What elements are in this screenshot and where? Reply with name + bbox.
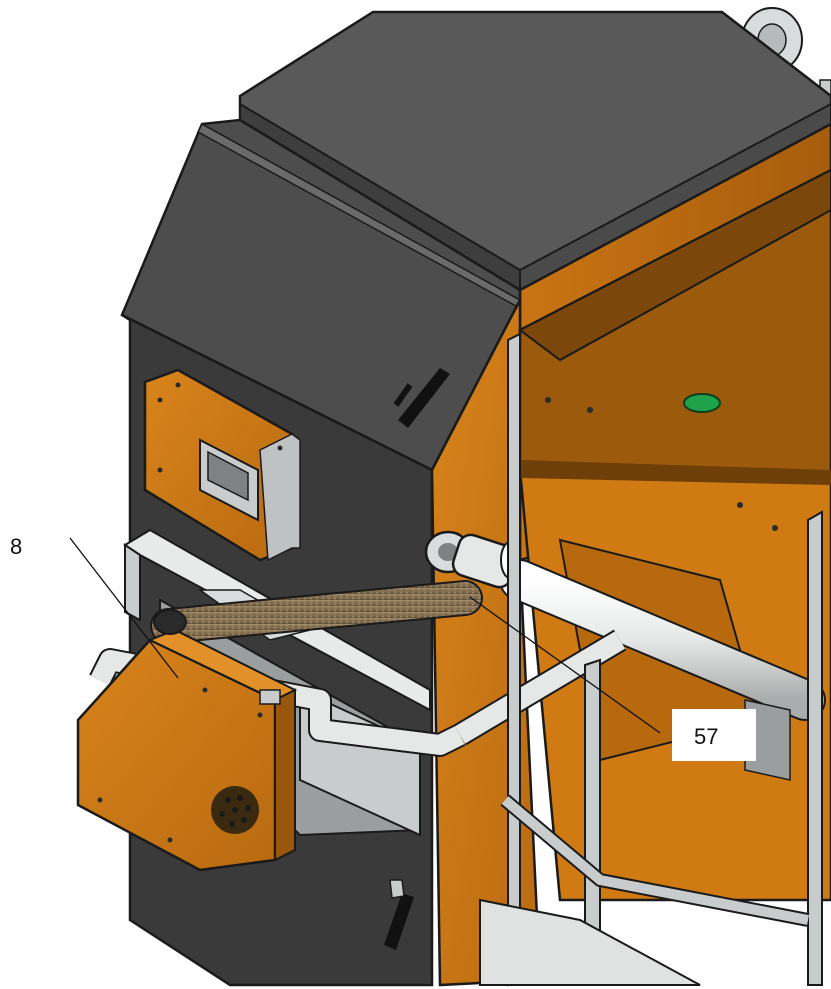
lid-handle <box>398 368 450 428</box>
callout-leader-line-57 <box>469 596 661 734</box>
callout-label-57: 57 <box>694 724 719 749</box>
hopper-stand <box>479 332 823 987</box>
feed-hose <box>150 580 483 644</box>
burner-unit <box>76 609 298 872</box>
callout-label-8: 8 <box>10 534 23 559</box>
burner-fan-grill <box>211 786 259 834</box>
air-pipes <box>89 530 826 757</box>
ash-door-handle <box>384 893 414 950</box>
control-unit <box>143 368 301 562</box>
indicator-window <box>683 393 721 413</box>
callout-leader-line-8 <box>69 537 179 679</box>
callout-box-57 <box>672 709 756 761</box>
